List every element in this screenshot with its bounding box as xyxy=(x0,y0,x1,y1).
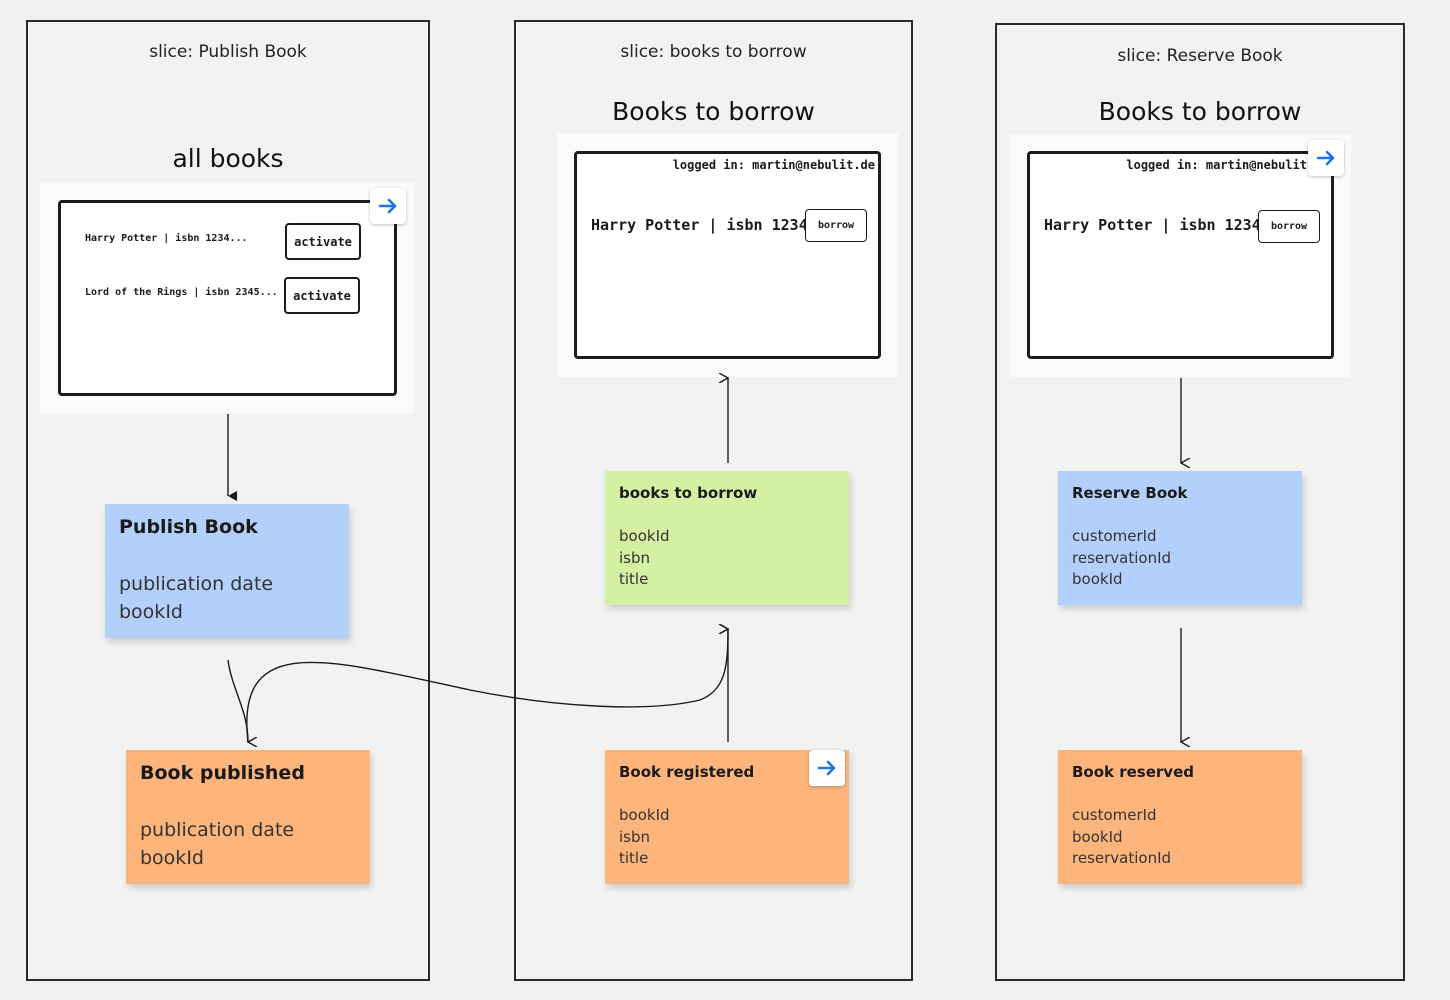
slice-title: slice: Publish Book xyxy=(149,42,307,62)
command-sticky: Publish Book publication date bookId xyxy=(105,504,349,638)
event-fields: bookId isbn title xyxy=(619,805,670,870)
screen-mockup: Harry Potter | isbn 1234... activate Lor… xyxy=(40,182,414,414)
event-sticky: Book published publication date bookId xyxy=(126,750,370,884)
arrow-event-to-readmodel xyxy=(246,629,728,743)
field: reservationId xyxy=(1072,849,1172,867)
command-title: Publish Book xyxy=(119,516,258,538)
mockup-window: Harry Potter | isbn 1234... activate Lor… xyxy=(58,200,397,396)
arrow-right-icon xyxy=(1316,150,1335,166)
activate-button[interactable]: activate xyxy=(285,223,361,260)
field: publication date xyxy=(140,819,295,841)
book-row-text: Harry Potter | isbn 1234 xyxy=(591,216,808,234)
command-sticky: Reserve Book customerId reservationId bo… xyxy=(1058,471,1302,605)
event-fields: customerId bookId reservationId xyxy=(1072,805,1171,870)
slice-title: slice: Reserve Book xyxy=(1117,46,1283,66)
screen-title: Books to borrow xyxy=(1098,97,1302,126)
field: publication date xyxy=(119,573,274,595)
field: reservationId xyxy=(1072,548,1172,567)
link-badge[interactable] xyxy=(1308,140,1344,176)
arrow-right-icon xyxy=(378,198,397,214)
event-sticky: Book registered bookId isbn title xyxy=(605,750,849,884)
field: bookId xyxy=(619,527,670,545)
field: customerId xyxy=(1072,806,1157,824)
command-fields: publication date bookId xyxy=(119,570,273,626)
screen-mockup: logged in: martin@nebulit.de Harry Potte… xyxy=(557,133,898,377)
link-badge[interactable] xyxy=(370,188,406,224)
field: bookId xyxy=(140,847,204,869)
arrow-command-to-event xyxy=(227,659,248,742)
field: bookId xyxy=(1072,827,1123,846)
field: customerId xyxy=(1072,527,1157,545)
field: isbn xyxy=(619,548,651,567)
readmodel-fields: bookId isbn title xyxy=(619,526,670,591)
book-row-text: Harry Potter | isbn 1234... xyxy=(85,233,248,244)
mockup-window: logged in: martin@nebulit Harry Potter |… xyxy=(1027,151,1334,359)
screen-title: Books to borrow xyxy=(612,97,815,126)
slice-title: slice: books to borrow xyxy=(620,42,807,62)
book-row-text: Harry Potter | isbn 1234 xyxy=(1044,216,1261,234)
book-row-text: Lord of the Rings | isbn 2345... xyxy=(85,287,278,298)
logged-in-label: logged in: martin@nebulit.de xyxy=(672,158,875,172)
event-title: Book registered xyxy=(619,763,755,781)
event-sticky: Book reserved customerId bookId reservat… xyxy=(1058,750,1302,884)
field: isbn xyxy=(619,827,651,846)
arrow-right-icon xyxy=(817,760,836,776)
field: title xyxy=(619,570,649,588)
link-badge[interactable] xyxy=(809,750,845,786)
screen-mockup: logged in: martin@nebulit Harry Potter |… xyxy=(1010,134,1351,377)
field: bookId xyxy=(619,806,670,824)
event-title: Book reserved xyxy=(1072,763,1194,781)
event-title: Book published xyxy=(140,762,305,784)
screen-title: all books xyxy=(172,144,284,173)
field: title xyxy=(619,849,649,867)
command-fields: customerId reservationId bookId xyxy=(1072,526,1171,591)
field: bookId xyxy=(119,601,183,623)
mockup-window: logged in: martin@nebulit.de Harry Potte… xyxy=(574,151,881,359)
command-title: Reserve Book xyxy=(1072,484,1188,502)
event-fields: publication date bookId xyxy=(140,816,294,872)
readmodel-title: books to borrow xyxy=(619,484,758,502)
activate-button[interactable]: activate xyxy=(284,277,360,314)
borrow-button[interactable]: borrow xyxy=(805,209,867,242)
borrow-button[interactable]: borrow xyxy=(1258,210,1320,243)
field: bookId xyxy=(1072,570,1123,588)
readmodel-sticky: books to borrow bookId isbn title xyxy=(605,471,849,605)
logged-in-label: logged in: martin@nebulit xyxy=(1126,158,1307,172)
